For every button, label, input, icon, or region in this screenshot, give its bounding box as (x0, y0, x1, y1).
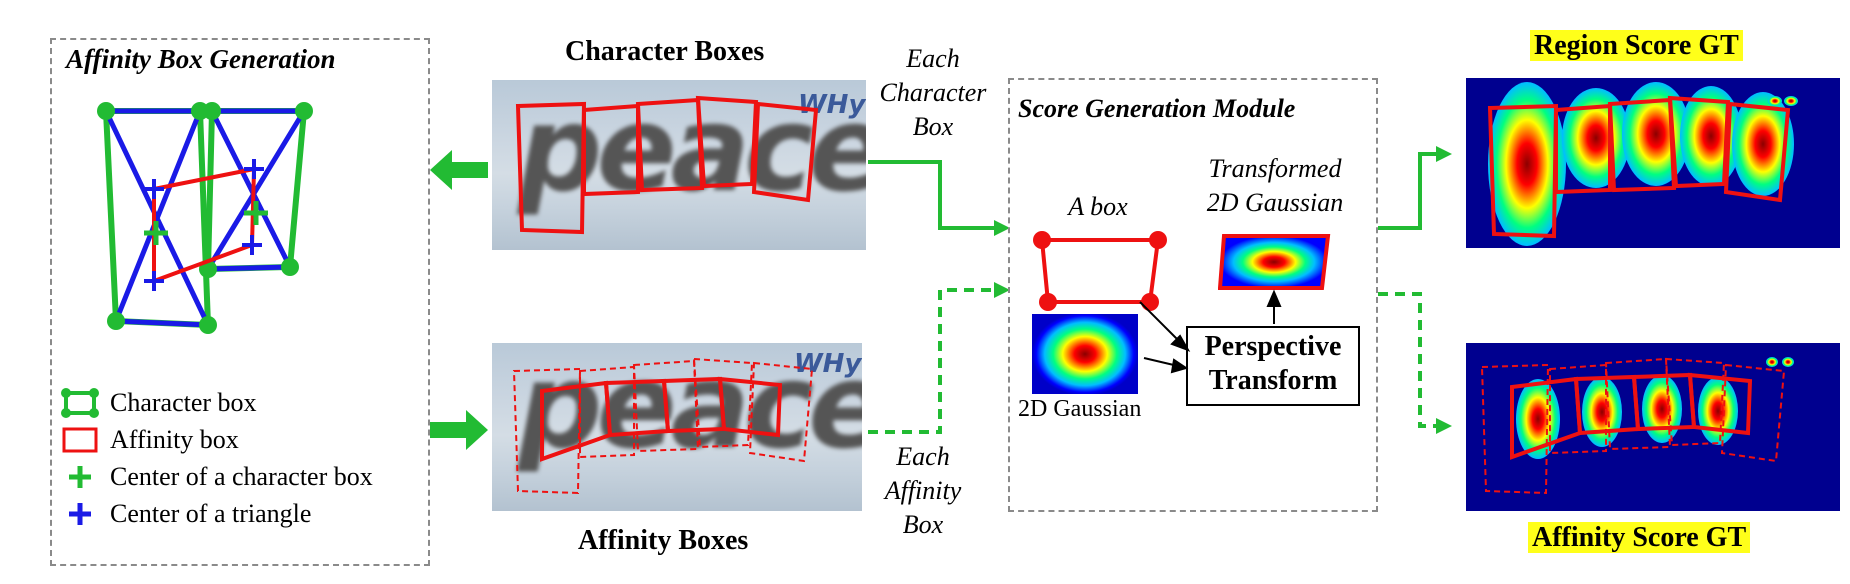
green-box-icon (60, 388, 100, 418)
legend-center-character-box: Center of a character box (60, 462, 373, 492)
a-box-label: A box (1068, 192, 1128, 221)
module-arrows (1139, 289, 1282, 374)
perspective-transform-box: Perspective Transform (1186, 326, 1360, 406)
legend-label: Affinity box (110, 425, 239, 454)
transformed-gaussian-image (1218, 234, 1332, 290)
transformed-gaussian-label: Transformed 2D Gaussian (1206, 154, 1344, 217)
score-module-title: Score Generation Module (1018, 94, 1296, 123)
affinity-boxes-image: peace WHy (492, 343, 862, 511)
affinity-boxes-title: Affinity Boxes (578, 525, 749, 556)
gaussian-label: 2D Gaussian (1018, 396, 1142, 422)
affinity-score-title: Affinity Score GT (1528, 522, 1751, 554)
output-connectors (1378, 146, 1452, 434)
affinity-box-generation-panel: Affinity Box Generation (50, 38, 430, 566)
region-score-title: Region Score GT (1530, 30, 1743, 62)
legend-label: Center of a character box (110, 462, 373, 491)
connector-arrows (868, 160, 1010, 434)
legend-affinity-box: Affinity box (60, 425, 239, 455)
red-box-icon (60, 425, 100, 455)
affinity-panel-title: Affinity Box Generation (66, 44, 336, 74)
legend-center-triangle: Center of a triangle (60, 499, 311, 529)
each-affinity-box-label: Each Affinity Box (884, 442, 962, 539)
arrow-to-affinity-boxes (430, 410, 488, 450)
region-score-heatmap (1466, 78, 1840, 248)
affinity-boxes-overlay (512, 357, 814, 495)
character-boxes-title: Character Boxes (565, 36, 765, 67)
gaussian-image (1032, 314, 1138, 394)
character-boxes-logo: WHy (798, 90, 866, 120)
legend-character-box: Character box (60, 388, 257, 418)
blue-plus-icon (60, 499, 100, 529)
character-boxes-overlay (515, 95, 819, 235)
affinity-boxes-logo: WHy (794, 349, 862, 379)
legend-label: Center of a triangle (110, 499, 312, 528)
green-plus-icon (60, 462, 100, 492)
affinity-construction-diagram (97, 102, 313, 334)
affinity-score-heatmap (1466, 343, 1840, 511)
each-character-box-label: Each Character Box (879, 44, 987, 141)
score-generation-module: Score Generation Module A box Transforme… (1008, 78, 1378, 512)
legend-label: Character box (110, 388, 257, 417)
character-boxes-image: peace WHy (492, 80, 866, 250)
arrow-to-affinity-panel (430, 150, 488, 190)
